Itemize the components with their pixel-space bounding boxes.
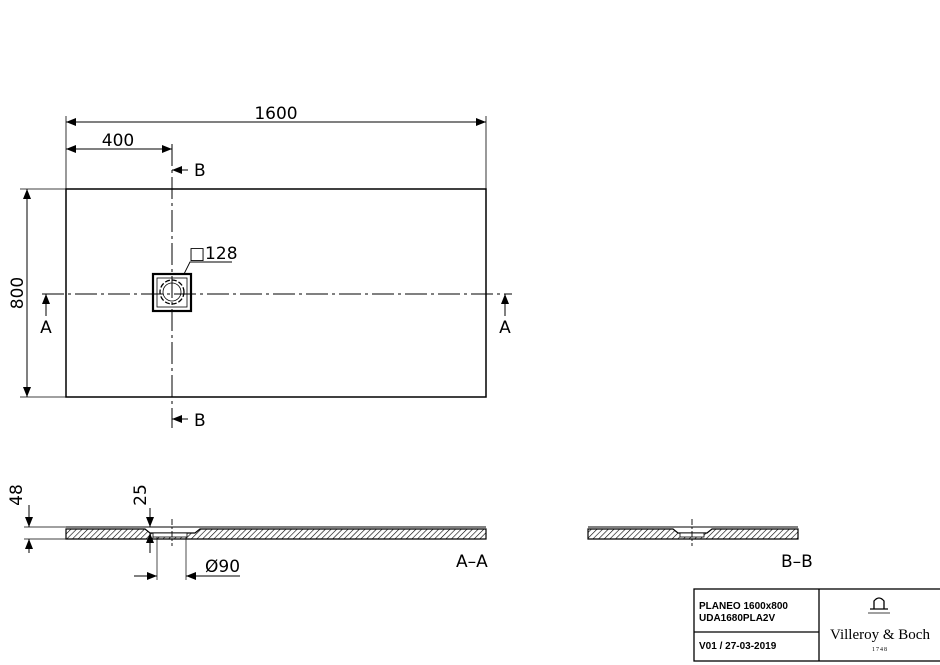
section-marker-b-bottom: B: [194, 411, 206, 431]
title-code: UDA1680PLA2V: [699, 613, 775, 624]
dim-height-label: 48: [7, 484, 27, 506]
title-block: [693, 588, 940, 662]
section-bb: [587, 519, 799, 546]
villeroy-boch-logo-icon: [868, 597, 890, 614]
section-aa-label: A–A: [456, 552, 488, 572]
brand-name: Villeroy & Boch: [830, 627, 930, 643]
drain-size-leader: [183, 261, 232, 275]
section-marker-b-top: B: [194, 161, 206, 181]
section-marker-a-left: A: [40, 318, 52, 338]
plan-view: [20, 116, 512, 428]
section-marker-a-right: A: [499, 318, 511, 338]
dim-drain-offset-label: 400: [102, 131, 134, 151]
title-version: V01 / 27-03-2019: [699, 641, 777, 652]
tray-outline: [65, 188, 487, 398]
section-aa: [24, 505, 487, 580]
dim-depth-label: 25: [131, 484, 151, 506]
dim-width-label: 800: [8, 277, 28, 309]
section-aa-body: [65, 528, 487, 540]
drain-symbol: [151, 272, 193, 313]
brand-year: 1748: [872, 647, 888, 653]
section-aa-drain: [152, 532, 188, 538]
dim-length-label: 1600: [254, 104, 297, 124]
dim-diameter-label: Ø90: [205, 557, 240, 577]
dim-drain-size-label: □128: [189, 244, 238, 264]
title-product: PLANEO 1600x800: [699, 601, 788, 612]
section-bb-label: B–B: [781, 552, 813, 572]
